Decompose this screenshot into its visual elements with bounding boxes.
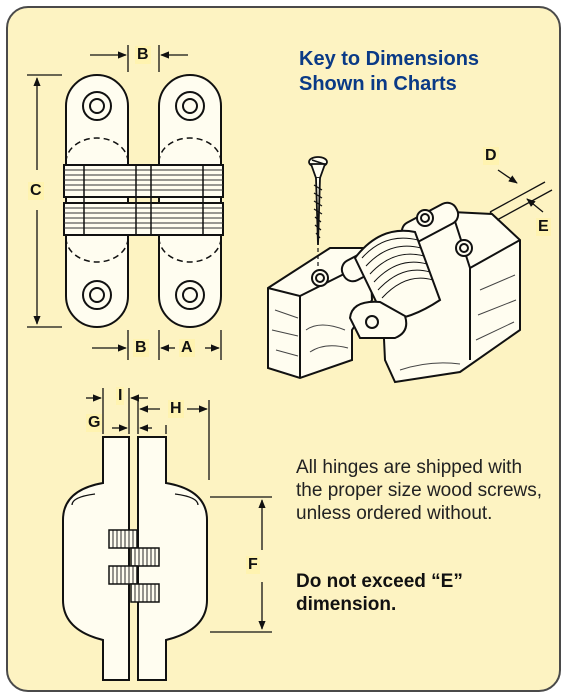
hinge-installed-view bbox=[267, 201, 521, 384]
dimension-label-g: G bbox=[86, 414, 103, 432]
dimension-label-h: H bbox=[168, 400, 184, 418]
dimension-label-c: C bbox=[28, 182, 44, 200]
dimension-label-b-bottom: B bbox=[133, 339, 149, 357]
dimension-label-i: I bbox=[116, 387, 125, 405]
hinge-front-view bbox=[63, 74, 224, 328]
left-leaf bbox=[65, 74, 129, 328]
front-dimension-lines bbox=[27, 45, 222, 360]
wood-screw-icon bbox=[308, 156, 328, 246]
side-dimension-lines bbox=[86, 388, 272, 633]
installed-dimension-lines bbox=[489, 169, 553, 241]
key-title-line2: Shown in Charts bbox=[299, 73, 457, 95]
wood-block-left bbox=[267, 247, 374, 380]
shipping-note: All hinges are shipped with the proper s… bbox=[296, 457, 543, 524]
right-leaf bbox=[158, 74, 222, 328]
hinge-side-view bbox=[62, 436, 208, 681]
dimension-label-e: E bbox=[536, 218, 551, 236]
dimension-label-b-top: B bbox=[135, 46, 151, 64]
dimension-label-d: D bbox=[483, 147, 499, 165]
dimension-label-a: A bbox=[179, 339, 195, 357]
key-title: Key to Dimensions Shown in Charts bbox=[299, 47, 559, 97]
e-dimension-warning: Do not exceed “E” dimension. bbox=[296, 571, 463, 615]
key-title-line1: Key to Dimensions bbox=[299, 48, 480, 70]
side-leaf-left bbox=[62, 436, 130, 681]
dimension-label-f: F bbox=[246, 556, 260, 574]
